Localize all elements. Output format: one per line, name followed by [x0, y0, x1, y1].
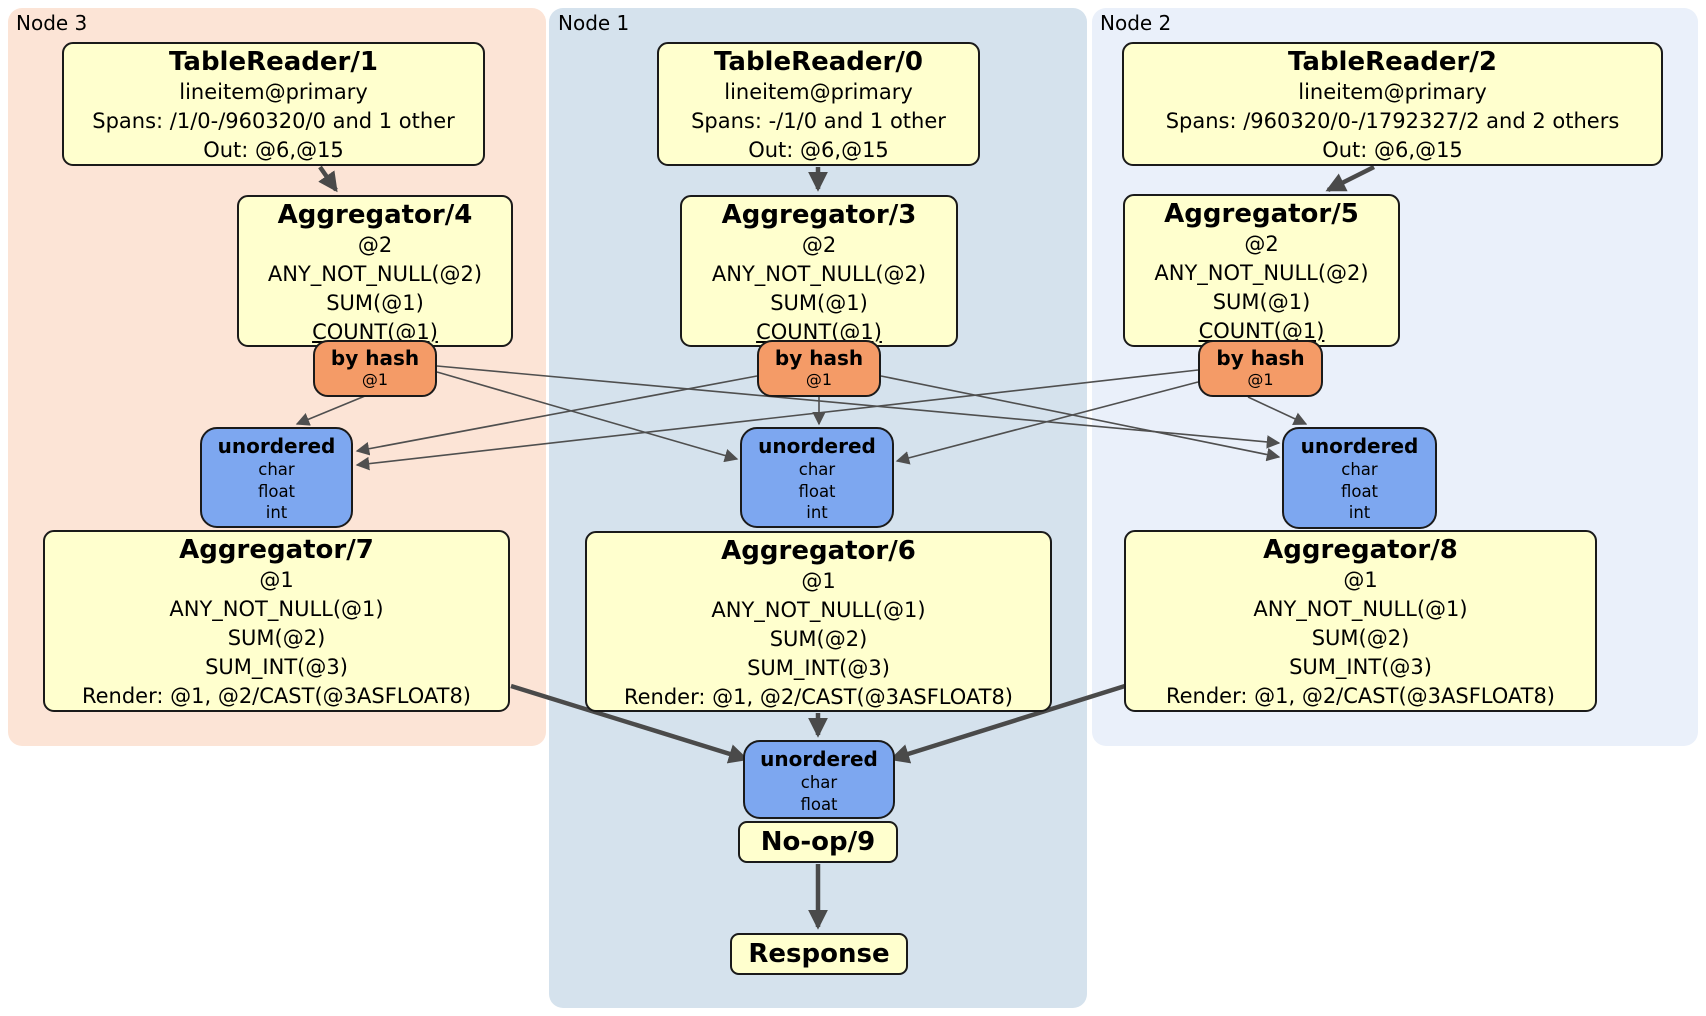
processor-detail: Render: @1, @2/CAST(@3ASFLOAT8) — [1165, 684, 1556, 708]
tablereader-0-box: TableReader/0 lineitem@primary Spans: -/… — [657, 42, 980, 166]
aggregator-4-box: Aggregator/4 @2 ANY_NOT_NULL(@2) SUM(@1)… — [237, 195, 513, 347]
router-columns: @1 — [361, 370, 389, 389]
processor-detail: lineitem@primary — [179, 80, 368, 104]
flow-edges — [318, 164, 1376, 930]
processor-detail: Render: @1, @2/CAST(@3ASFLOAT8) — [623, 685, 1014, 709]
aggregator-7-box: Aggregator/7 @1 ANY_NOT_NULL(@1) SUM(@2)… — [43, 530, 510, 712]
processor-detail: Spans: -/1/0 and 1 other — [691, 109, 946, 133]
sync-column: char — [258, 460, 295, 479]
tablereader-1-box: TableReader/1 lineitem@primary Spans: /1… — [62, 42, 485, 166]
unordered-sync-node3: unordered char float int — [200, 427, 353, 528]
processor-title: TableReader/0 — [714, 47, 923, 77]
sync-column: float — [1340, 481, 1379, 501]
processor-title: Aggregator/8 — [1263, 535, 1458, 565]
response-box: Response — [730, 933, 908, 975]
processor-detail: SUM_INT(@3) — [205, 655, 348, 679]
processor-detail: @1 — [1343, 568, 1378, 592]
sync-title: unordered — [758, 434, 876, 458]
sync-title: unordered — [1300, 434, 1419, 458]
processor-detail: Out: @6,@15 — [203, 138, 344, 162]
processor-detail: SUM_INT(@3) — [1289, 655, 1432, 679]
sync-column: int — [1348, 503, 1371, 522]
node3-label: Node 3 — [16, 11, 88, 35]
sync-column: int — [806, 503, 828, 522]
sync-column: float — [257, 481, 296, 501]
sync-column: char — [1341, 460, 1378, 479]
sync-column: float — [800, 794, 838, 814]
processor-detail: SUM(@2) — [769, 627, 868, 651]
processor-detail: @2 — [801, 233, 837, 257]
processor-detail: Out: @6,@15 — [748, 138, 889, 162]
router-columns: @1 — [1247, 370, 1274, 389]
sync-column: char — [800, 773, 838, 792]
aggregator-5-box: Aggregator/5 @2 ANY_NOT_NULL(@2) SUM(@1)… — [1123, 194, 1400, 347]
router-title: by hash — [1216, 346, 1305, 370]
processor-title: Aggregator/3 — [721, 200, 917, 230]
by-hash-router-node3: by hash @1 — [313, 340, 437, 397]
processor-detail: lineitem@primary — [1298, 80, 1487, 104]
processor-detail: SUM(@2) — [1311, 626, 1410, 650]
processor-detail: SUM(@1) — [1212, 290, 1311, 314]
sync-column: int — [265, 503, 288, 522]
processor-detail: ANY_NOT_NULL(@2) — [711, 262, 927, 286]
processor-detail: SUM(@2) — [227, 626, 326, 650]
processor-title: Aggregator/6 — [721, 536, 916, 566]
processor-title: TableReader/1 — [169, 47, 378, 77]
processor-title: Response — [748, 938, 890, 969]
processor-detail: ANY_NOT_NULL(@1) — [711, 598, 926, 622]
by-hash-router-node2: by hash @1 — [1198, 340, 1323, 397]
processor-detail: ANY_NOT_NULL(@2) — [1154, 261, 1369, 285]
node1-label: Node 1 — [558, 11, 630, 35]
processor-title: Aggregator/5 — [1164, 199, 1359, 229]
processor-detail: @1 — [259, 568, 294, 592]
processor-detail: COUNT(@1) — [1198, 319, 1325, 343]
sync-title: unordered — [760, 747, 878, 771]
processor-detail: ANY_NOT_NULL(@1) — [169, 597, 384, 621]
sync-title: unordered — [217, 434, 336, 458]
processor-detail: @1 — [801, 569, 836, 593]
processor-title: TableReader/2 — [1288, 47, 1497, 77]
unordered-sync-final: unordered char float — [743, 740, 895, 819]
router-title: by hash — [330, 346, 420, 370]
processor-title: Aggregator/4 — [277, 200, 473, 230]
processor-detail: SUM(@1) — [770, 291, 868, 315]
sync-column: char — [798, 460, 836, 479]
processor-detail: SUM_INT(@3) — [747, 656, 890, 680]
unordered-sync-node1: unordered char float int — [740, 427, 894, 528]
router-title: by hash — [774, 346, 864, 370]
by-hash-router-node1: by hash @1 — [757, 340, 881, 397]
processor-detail: ANY_NOT_NULL(@2) — [267, 262, 483, 286]
aggregator-8-box: Aggregator/8 @1 ANY_NOT_NULL(@1) SUM(@2)… — [1124, 530, 1597, 712]
aggregator-6-box: Aggregator/6 @1 ANY_NOT_NULL(@1) SUM(@2)… — [585, 531, 1052, 712]
node2-label: Node 2 — [1100, 11, 1172, 35]
processor-detail: SUM(@1) — [326, 291, 424, 315]
sync-column: float — [798, 481, 836, 501]
unordered-sync-node2: unordered char float int — [1282, 427, 1437, 529]
processor-detail: Render: @1, @2/CAST(@3ASFLOAT8) — [81, 684, 472, 708]
noop-9-box: No-op/9 — [738, 821, 898, 863]
processor-detail: @2 — [1244, 232, 1279, 256]
processor-detail: Spans: /1/0-/960320/0 and 1 other — [92, 109, 455, 133]
processor-detail: ANY_NOT_NULL(@1) — [1253, 597, 1468, 621]
router-stream-edges — [295, 365, 1308, 471]
processor-detail: lineitem@primary — [724, 80, 913, 104]
processor-detail: @2 — [357, 233, 393, 257]
router-columns: @1 — [805, 370, 833, 389]
processor-title: No-op/9 — [760, 826, 876, 857]
processor-detail: Spans: /960320/0-/1792327/2 and 2 others — [1165, 109, 1620, 133]
aggregator-3-box: Aggregator/3 @2 ANY_NOT_NULL(@2) SUM(@1)… — [680, 195, 958, 347]
processor-title: Aggregator/7 — [179, 535, 374, 565]
tablereader-2-box: TableReader/2 lineitem@primary Spans: /9… — [1122, 42, 1663, 166]
processor-detail: Out: @6,@15 — [1322, 138, 1463, 162]
